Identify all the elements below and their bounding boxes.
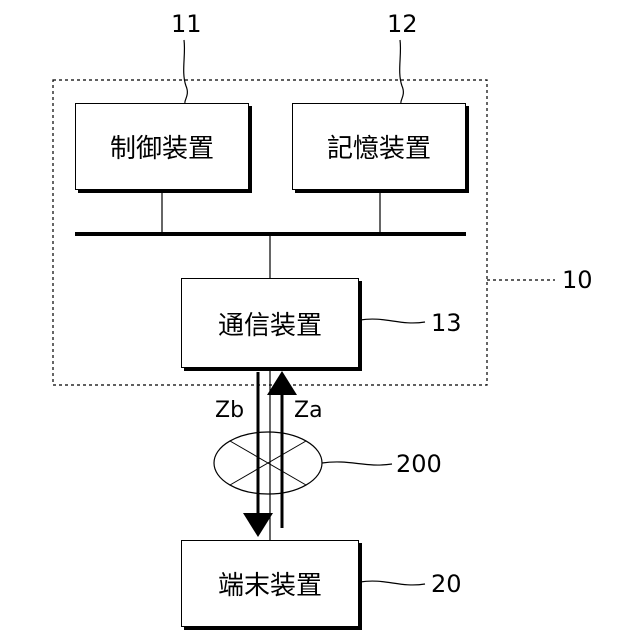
storage-device-box: 記憶装置 xyxy=(292,103,466,190)
apparatus-ref: 10 xyxy=(562,268,593,292)
communication-device-ref: 13 xyxy=(431,311,462,335)
storage-device-label: 記憶装置 xyxy=(327,128,431,165)
leader-network xyxy=(322,462,392,465)
leader-communication xyxy=(360,319,425,323)
leader-terminal xyxy=(360,581,425,585)
communication-device-label: 通信装置 xyxy=(218,305,322,342)
terminal-device-box: 端末装置 xyxy=(181,540,359,627)
control-device-ref: 11 xyxy=(171,12,202,36)
terminal-device-ref: 20 xyxy=(431,572,462,596)
leader-storage xyxy=(400,40,404,103)
storage-device-ref: 12 xyxy=(387,12,418,36)
communication-device-box: 通信装置 xyxy=(181,278,359,368)
signal-downlink-label: Zb xyxy=(215,400,244,422)
signal-uplink-label: Za xyxy=(294,400,323,422)
control-device-label: 制御装置 xyxy=(110,128,214,165)
leader-control xyxy=(184,40,188,103)
network-ref: 200 xyxy=(396,452,442,476)
control-device-box: 制御装置 xyxy=(75,103,249,190)
terminal-device-label: 端末装置 xyxy=(218,565,322,602)
